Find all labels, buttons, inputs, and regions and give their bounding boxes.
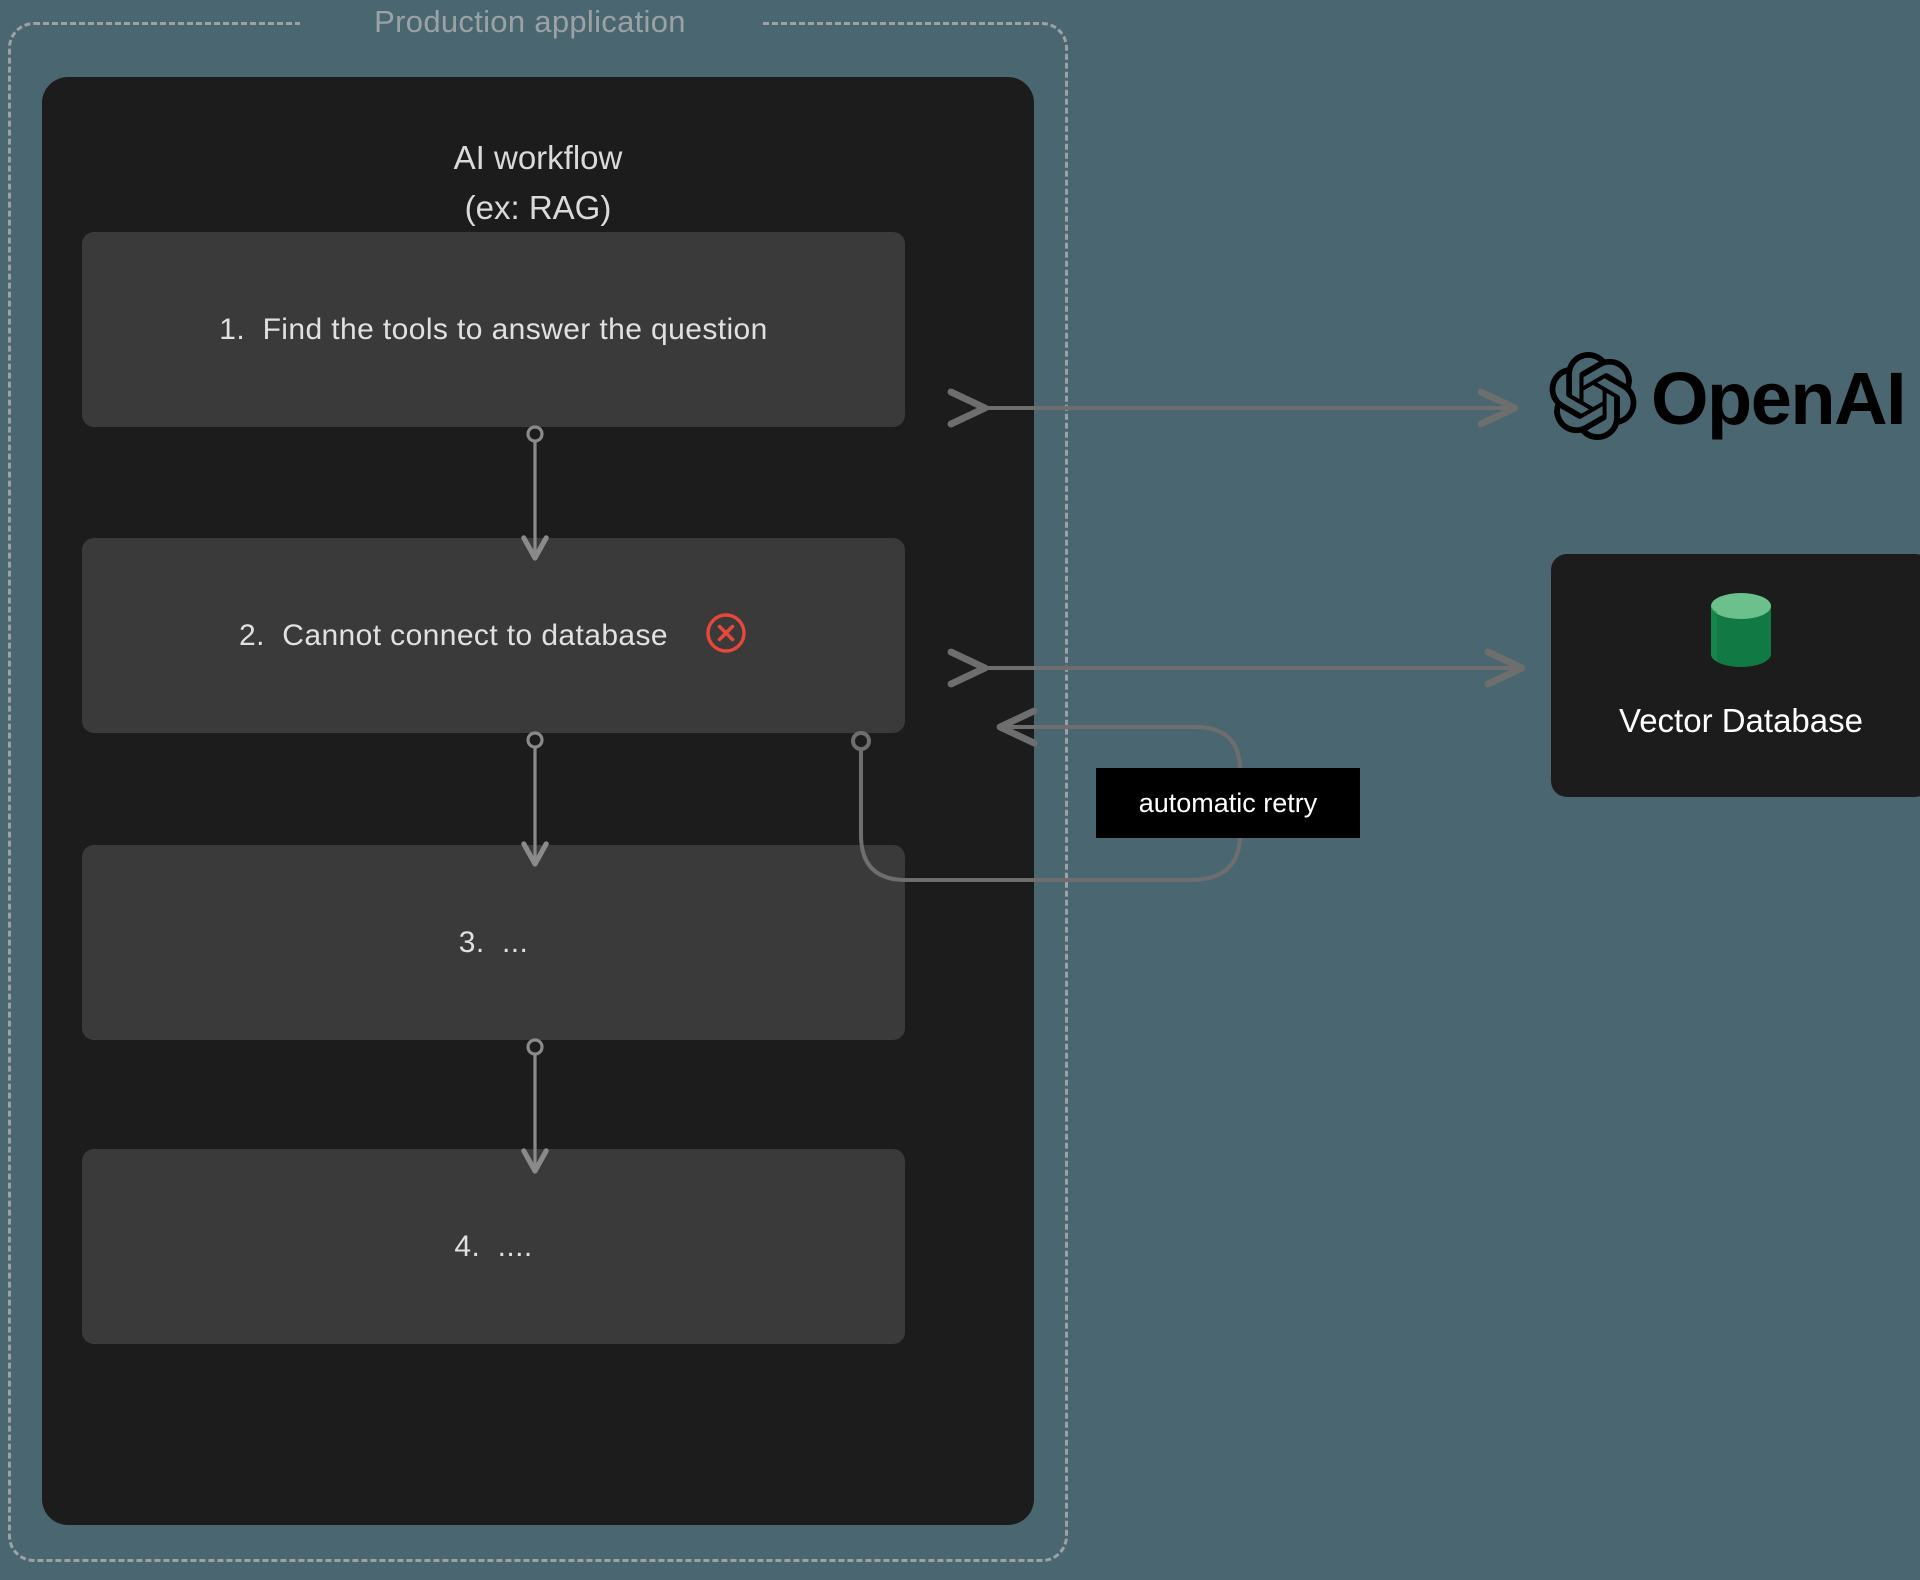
automatic-retry-label: automatic retry [1096, 768, 1360, 838]
workflow-step-2-label: 2. Cannot connect to database [239, 618, 668, 652]
vector-database-label: Vector Database [1619, 702, 1863, 739]
error-circle-x-icon [704, 611, 748, 660]
service-vector-database[interactable]: Vector Database [1551, 554, 1920, 797]
workflow-step-1[interactable]: 1. Find the tools to answer the question [82, 232, 905, 427]
workflow-step-2[interactable]: 2. Cannot connect to database [82, 538, 905, 733]
openai-wordmark: OpenAI [1651, 356, 1907, 440]
database-cylinder-icon [1551, 588, 1920, 674]
production-application-label: Production application [300, 2, 760, 42]
service-openai: OpenAI [1549, 352, 1907, 445]
workflow-step-1-label: 1. Find the tools to answer the question [219, 312, 768, 346]
workflow-step-4-label: 4. .... [454, 1229, 533, 1263]
workflow-step-3-label: 3. ... [458, 925, 529, 959]
workflow-step-4[interactable]: 4. .... [82, 1149, 905, 1344]
workflow-step-3[interactable]: 3. ... [82, 845, 905, 1040]
openai-logo-icon [1549, 352, 1637, 445]
ai-workflow-title: AI workflow (ex: RAG) [453, 139, 623, 226]
